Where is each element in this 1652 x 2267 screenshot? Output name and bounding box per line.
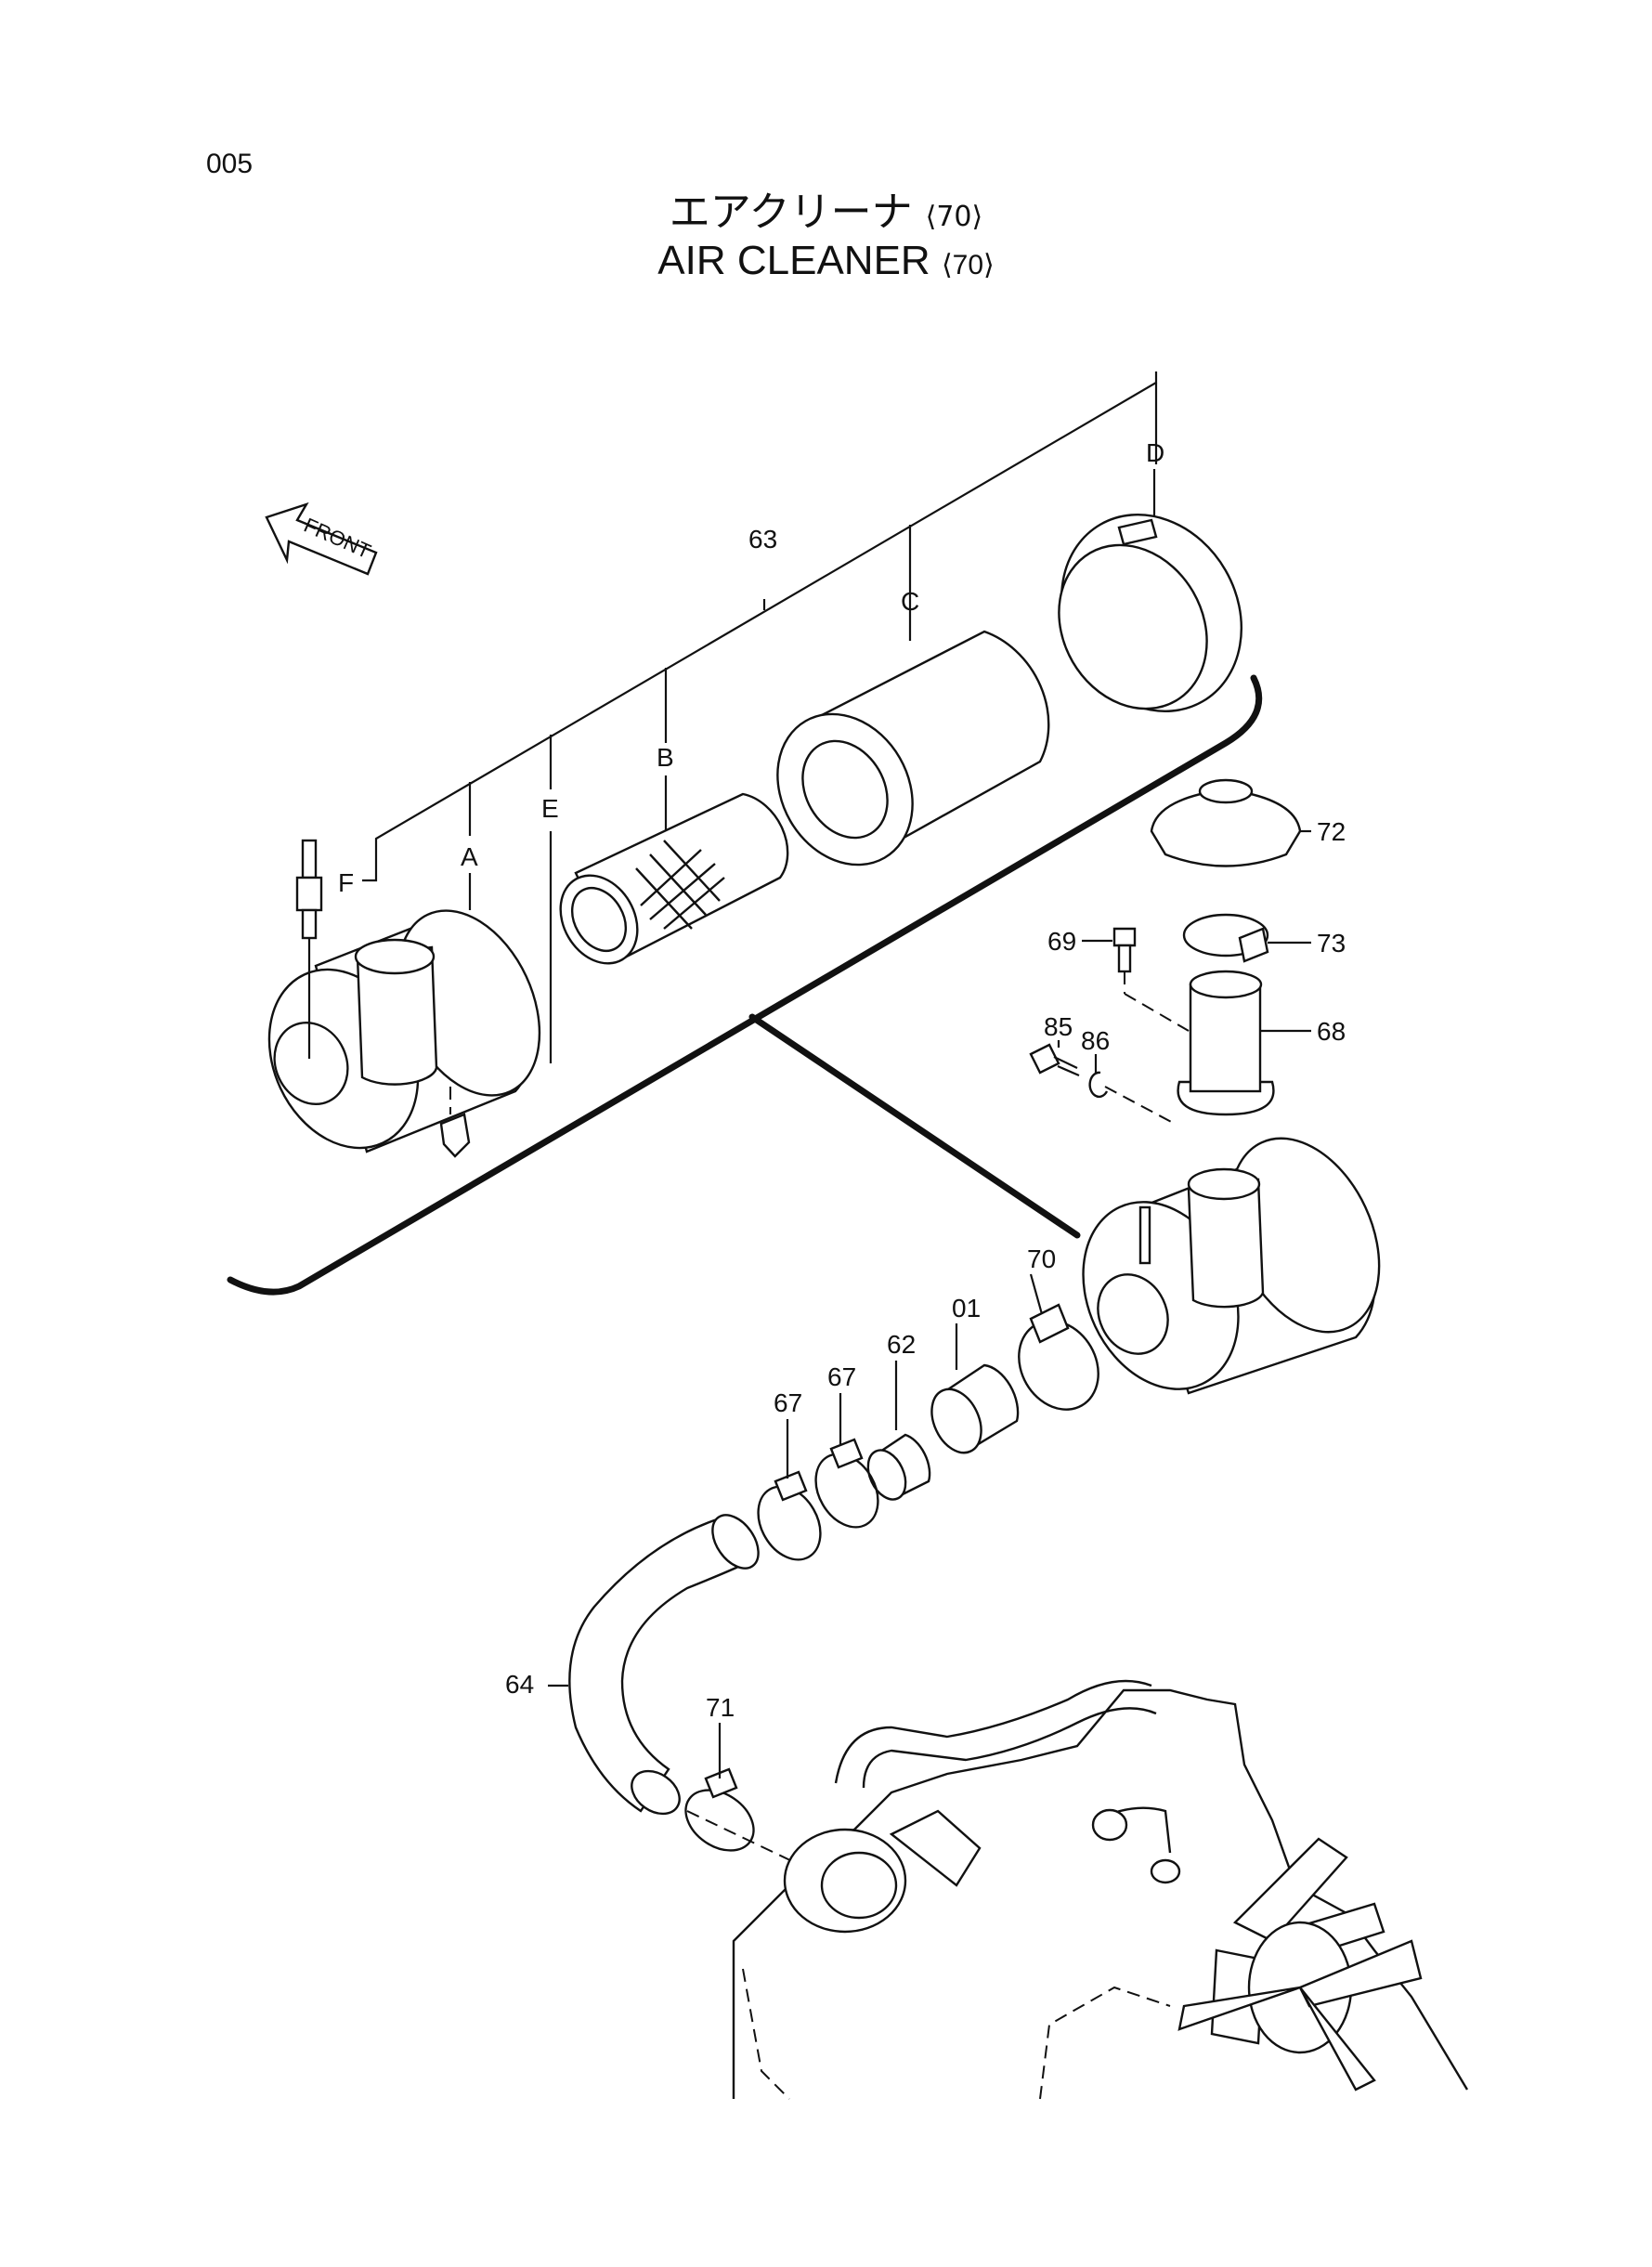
part-62-reducer — [866, 1433, 931, 1501]
callout-67-lower: 67 — [774, 1388, 802, 1417]
callout-62: 62 — [887, 1330, 916, 1359]
title-japanese-group-code: ⟨70⟩ — [925, 201, 983, 233]
callout-b: B — [657, 743, 674, 772]
callout-69: 69 — [1047, 927, 1076, 956]
callout-f: F — [338, 868, 354, 897]
callout-86: 86 — [1081, 1026, 1110, 1055]
leader-tree-63 — [362, 371, 1158, 1063]
assembled-air-cleaner — [1082, 1137, 1381, 1395]
callout-leaders — [718, 469, 1156, 1778]
callout-68: 68 — [1317, 1017, 1346, 1046]
callout-e: E — [541, 794, 559, 823]
part-64-hose — [548, 1514, 760, 1816]
part-85-bolt — [1029, 1043, 1080, 1077]
title-english-group-code: ⟨70⟩ — [941, 250, 995, 280]
part-70-clamp — [1018, 1303, 1099, 1411]
callout-72: 72 — [1317, 817, 1346, 846]
part-e-valve — [439, 1087, 471, 1158]
callout-d: D — [1146, 438, 1164, 467]
part-b-safety-element — [559, 792, 789, 965]
part-72-rain-cap — [1150, 778, 1311, 867]
callout-63: 63 — [748, 525, 777, 554]
callout-c: C — [901, 587, 919, 616]
engine-outline — [732, 1679, 1469, 2100]
title-english-text: AIR CLEANER — [657, 238, 930, 283]
part-67-clamp-upper — [814, 1438, 879, 1529]
part-67-clamp-lower — [757, 1470, 822, 1561]
part-68-inlet-pipe — [1177, 970, 1311, 1116]
callout-67-upper: 67 — [827, 1362, 856, 1391]
exploded-view-frame — [227, 674, 1263, 1296]
title-english: AIR CLEANER ⟨70⟩ — [0, 238, 1652, 284]
part-73-clamp — [1182, 913, 1311, 963]
callout-a: A — [461, 842, 478, 871]
title-japanese: エアクリーナ ⟨70⟩ — [0, 178, 1652, 238]
part-a-air-cleaner-body — [267, 909, 541, 1153]
part-01-adapter — [930, 1363, 1020, 1454]
callout-85: 85 — [1044, 1012, 1073, 1041]
part-f-indicator — [295, 839, 323, 1059]
part-d-cap — [1058, 514, 1243, 712]
callout-01: 01 — [952, 1294, 981, 1322]
front-arrow-icon: FRONT — [265, 502, 378, 576]
page-number: 005 — [206, 149, 254, 179]
part-71-clamp — [684, 1767, 795, 1863]
callout-70: 70 — [1027, 1244, 1056, 1273]
callout-73: 73 — [1317, 929, 1346, 958]
part-69-bolt — [1082, 927, 1190, 1032]
part-c-outer-element — [776, 630, 1050, 866]
callout-labels: A B C D E F 63 72 69 73 68 85 86 70 01 6… — [338, 438, 1346, 1722]
callout-71: 71 — [706, 1693, 735, 1722]
title-japanese-text: エアクリーナ — [669, 189, 913, 236]
part-86-washer — [1088, 1071, 1176, 1125]
callout-64: 64 — [505, 1670, 534, 1699]
